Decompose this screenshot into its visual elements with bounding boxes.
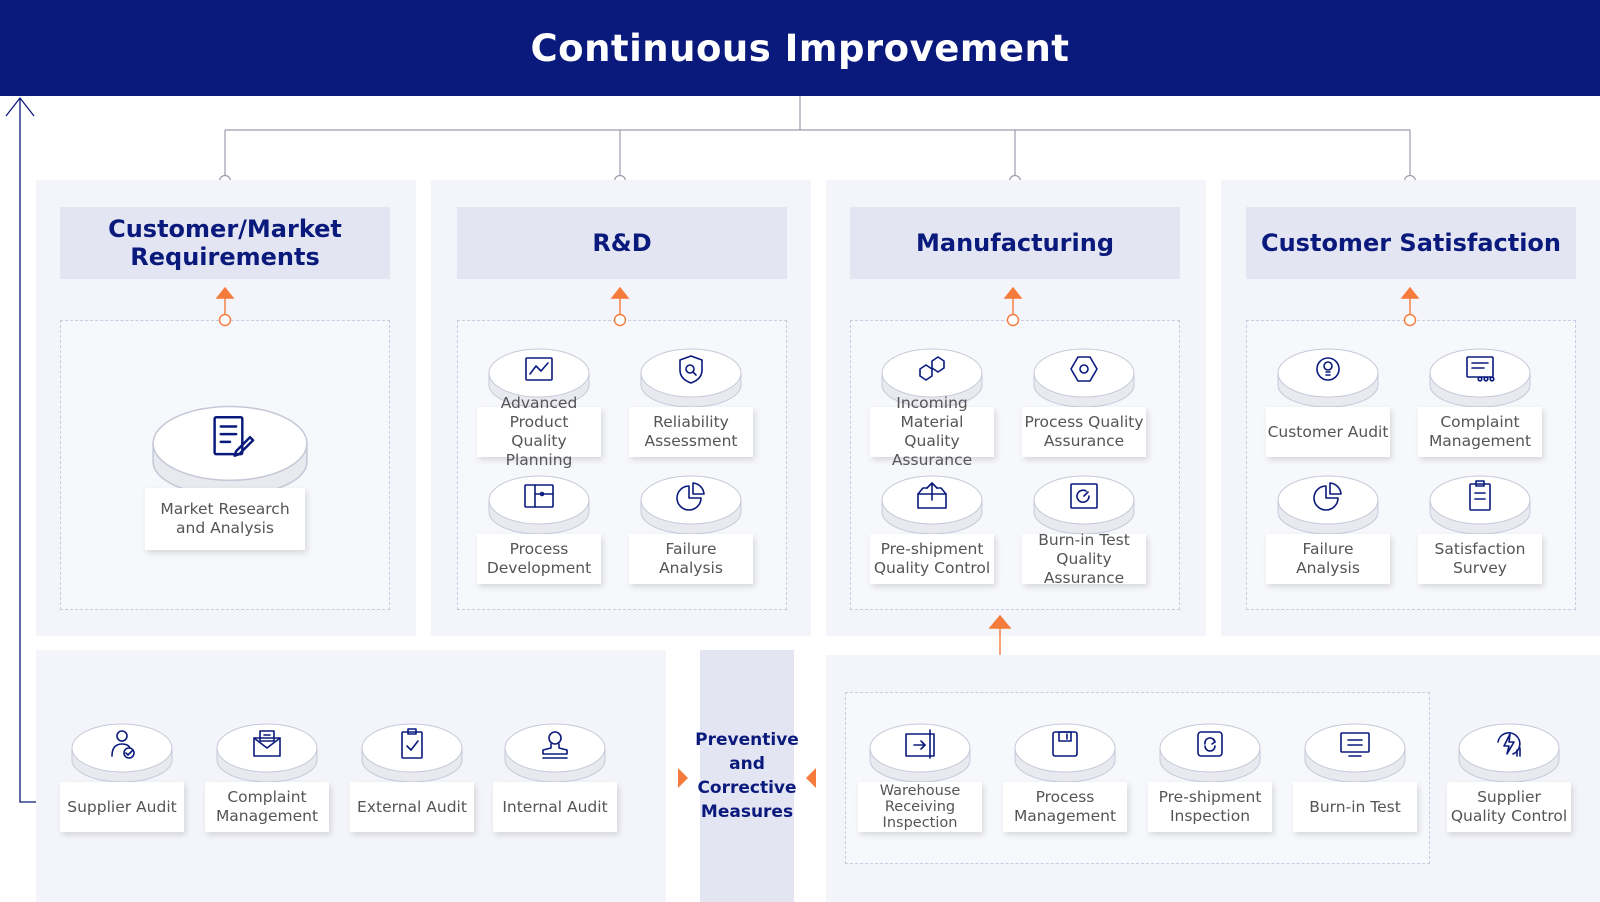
column-heading-rnd: R&D bbox=[457, 207, 787, 279]
disc bbox=[1033, 475, 1135, 534]
disc bbox=[881, 475, 983, 534]
refresh-icon bbox=[1197, 731, 1223, 757]
pie-chart-icon bbox=[1313, 482, 1342, 511]
item-label: Burn-in Test Quality Assurance bbox=[1022, 531, 1146, 587]
cubes-icon bbox=[919, 356, 945, 381]
item-label: Supplier Quality Control bbox=[1447, 782, 1571, 832]
disc bbox=[216, 723, 318, 782]
map-chart-icon bbox=[525, 357, 553, 381]
clipboard-icon bbox=[1469, 480, 1491, 511]
item-label: Failure Analysis bbox=[629, 534, 753, 584]
envelope-icon bbox=[253, 730, 281, 757]
warehouse-in-icon bbox=[905, 729, 935, 759]
disc bbox=[1033, 348, 1135, 407]
measures-label: Preventive and Corrective Measures bbox=[695, 730, 799, 822]
disc bbox=[1458, 723, 1560, 782]
column-heading-customer-market: Customer/Market Requirements bbox=[60, 207, 390, 279]
disc bbox=[1159, 723, 1261, 782]
item-label: Internal Audit bbox=[493, 782, 617, 832]
pie-chart-icon bbox=[676, 482, 705, 511]
column-heading-customer-satisfaction: Customer Satisfaction bbox=[1246, 207, 1576, 279]
item-label: Complaint Management bbox=[1418, 407, 1542, 457]
disc bbox=[488, 475, 590, 534]
disc bbox=[1429, 475, 1531, 534]
item-label: Complaint Management bbox=[205, 782, 329, 832]
item-label: Process Management bbox=[1003, 782, 1127, 832]
layout-icon bbox=[524, 484, 554, 508]
disc bbox=[869, 723, 971, 782]
column-heading-manufacturing: Manufacturing bbox=[850, 207, 1180, 279]
item-label: Customer Audit bbox=[1266, 407, 1390, 457]
title-banner: Continuous Improvement bbox=[0, 0, 1600, 96]
item-label: Satisfaction Survey bbox=[1418, 534, 1542, 584]
arrow-right-icon bbox=[678, 768, 688, 788]
disc bbox=[640, 348, 742, 407]
disc bbox=[1429, 348, 1531, 407]
disc bbox=[640, 475, 742, 534]
item-label: External Audit bbox=[350, 782, 474, 832]
stamp-icon bbox=[542, 731, 568, 759]
disc bbox=[1304, 723, 1406, 782]
item-label: Process Quality Assurance bbox=[1022, 407, 1146, 457]
disc bbox=[504, 723, 606, 782]
disc bbox=[1014, 723, 1116, 782]
document-edit-icon bbox=[213, 416, 255, 457]
item-label: Market Research and Analysis bbox=[145, 488, 305, 550]
item-label: Failure Analysis bbox=[1266, 534, 1390, 584]
item-label: Pre-shipment Inspection bbox=[1148, 782, 1272, 832]
item-label: Reliability Assessment bbox=[629, 407, 753, 457]
item-label: Pre-shipment Quality Control bbox=[870, 534, 994, 584]
item-label: Warehouse Receiving Inspection bbox=[858, 782, 982, 832]
shield-search-icon bbox=[679, 355, 703, 384]
disc bbox=[361, 723, 463, 782]
person-check-icon bbox=[111, 730, 135, 759]
message-icon bbox=[1466, 356, 1495, 382]
disc bbox=[881, 348, 983, 407]
arrow-left-icon bbox=[806, 768, 816, 788]
disc bbox=[1277, 475, 1379, 534]
save-icon bbox=[1052, 731, 1078, 757]
hexagon-icon bbox=[1070, 356, 1098, 382]
item-label: Process Development bbox=[477, 534, 601, 584]
disc bbox=[488, 348, 590, 407]
item-label: Advanced Product Quality Planning bbox=[477, 394, 601, 469]
disc bbox=[1277, 348, 1379, 407]
lightning-icon bbox=[1497, 732, 1521, 757]
item-label: Incoming Material Quality Assurance bbox=[870, 394, 994, 469]
item-label: Burn-in Test bbox=[1293, 782, 1417, 832]
clipboard-check-icon bbox=[401, 728, 423, 759]
item-label: Supplier Audit bbox=[60, 782, 184, 832]
box-out-icon bbox=[917, 482, 947, 509]
page-title: Continuous Improvement bbox=[530, 26, 1070, 70]
disc bbox=[71, 723, 173, 782]
measures-box: Preventive and Corrective Measures bbox=[695, 650, 799, 902]
idea-icon bbox=[1316, 357, 1340, 381]
disc bbox=[152, 405, 308, 496]
gauge-icon bbox=[1070, 483, 1098, 509]
monitor-icon bbox=[1340, 732, 1370, 757]
